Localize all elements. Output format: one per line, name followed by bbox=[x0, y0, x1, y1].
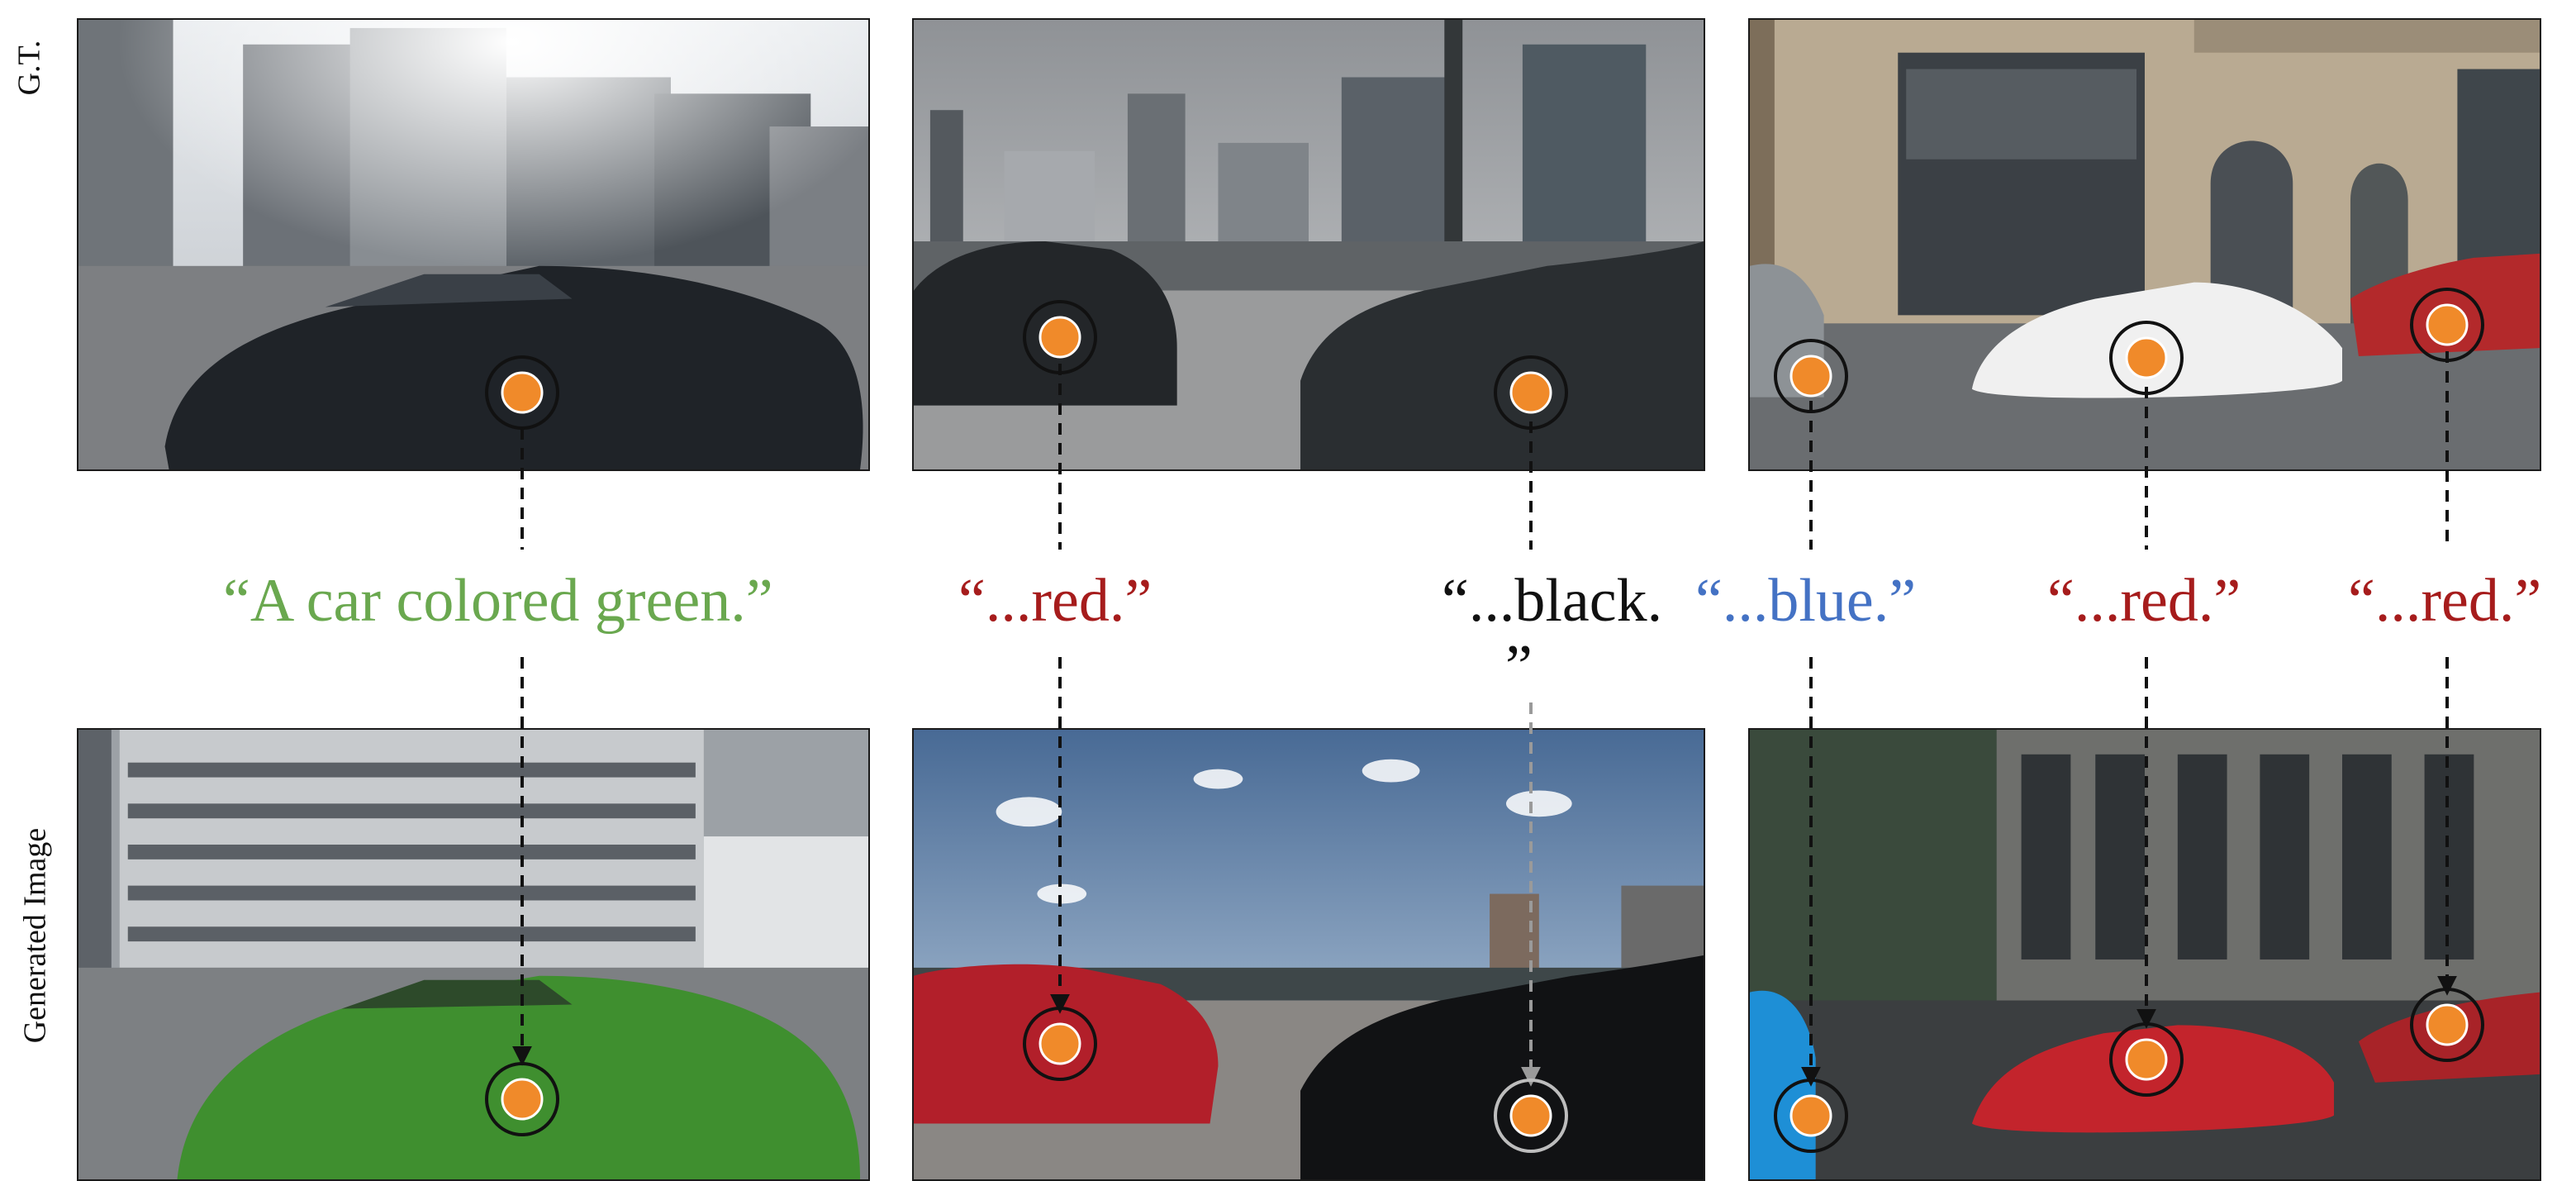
caption-black-close-quote: ” bbox=[1505, 633, 1533, 701]
gt-image-2 bbox=[912, 18, 1705, 471]
row-label-generated: Generated Image bbox=[17, 827, 53, 1044]
caption-green: “A car colored green.” bbox=[223, 567, 773, 635]
generated-image-2 bbox=[912, 728, 1705, 1181]
gt-image-3 bbox=[1748, 18, 2541, 471]
generated-image-3 bbox=[1748, 728, 2541, 1181]
generated-image-1 bbox=[77, 728, 870, 1181]
caption-red-2: “...red.” bbox=[2047, 567, 2241, 635]
gt-image-1 bbox=[77, 18, 870, 471]
caption-black: “...black. bbox=[1442, 567, 1663, 635]
caption-blue: “...blue.” bbox=[1695, 567, 1917, 635]
caption-red-1: “...red.” bbox=[958, 567, 1153, 635]
row-label-gt: G.T. bbox=[12, 40, 47, 96]
caption-red-3: “...red.” bbox=[2348, 567, 2542, 635]
